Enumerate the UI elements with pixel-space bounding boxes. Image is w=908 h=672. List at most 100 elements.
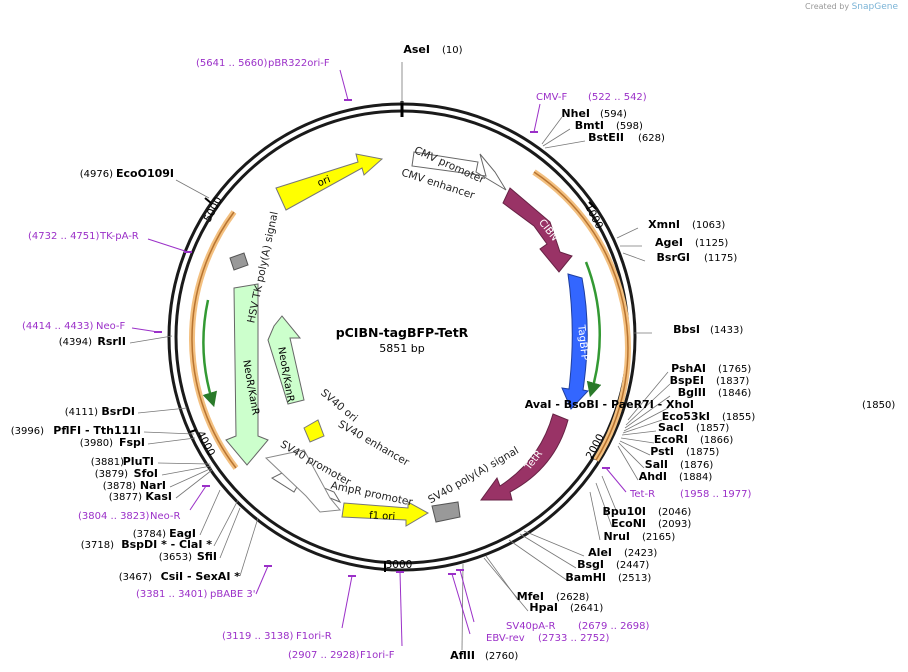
enzyme-position: (1857) [696, 423, 729, 434]
primer-range: (4414 .. 4433) [22, 321, 94, 332]
enzyme-position: (1850) [862, 400, 895, 411]
enzyme-name: BbsI [673, 323, 700, 336]
enzyme-connector [625, 383, 671, 426]
snapgene-credit: Created by SnapGene [805, 2, 898, 12]
enzyme-position: (3877) [109, 492, 142, 503]
enzyme-position: (1884) [679, 472, 712, 483]
enzyme-connectors [129, 62, 671, 651]
feature-label: ori [316, 174, 332, 189]
enzyme-position: (594) [600, 109, 627, 120]
primer-name: Tet-R [629, 489, 655, 500]
enzyme-connector [617, 445, 639, 481]
enzyme-connector [618, 442, 645, 469]
enzyme-name: AseI [403, 43, 430, 56]
enzyme-position: (2513) [618, 573, 651, 584]
enzyme-position: (2447) [616, 560, 649, 571]
primer-connector [147, 238, 189, 253]
enzyme-connector [175, 179, 210, 199]
feature-f1-ori [341, 501, 430, 527]
enzyme-name: HpaI [529, 601, 558, 614]
enzyme-connector [239, 517, 259, 577]
enzyme-name: KasI [145, 490, 172, 503]
enzyme-position: (628) [638, 133, 665, 144]
enzyme-name: EcoRI [654, 433, 688, 446]
primer-name: F1ori-F [360, 650, 395, 661]
enzyme-connector [137, 407, 188, 414]
enzyme-position: (598) [616, 121, 643, 132]
enzyme-name: AhdI [639, 470, 667, 483]
enzyme-position: (3653) [159, 552, 192, 563]
enzyme-name: AgeI [655, 236, 683, 249]
enzyme-name: AleI [588, 546, 612, 559]
enzyme-position: (1433) [710, 325, 743, 336]
enzyme-position: (2628) [556, 592, 589, 603]
enzyme-connector [161, 465, 212, 476]
enzyme-name: EagI [169, 527, 196, 540]
enzyme-name: SacI [658, 421, 684, 434]
tick-label: 3000 [386, 559, 413, 571]
enzyme-name: AflII [450, 649, 475, 662]
enzyme-name: RsrII [97, 335, 126, 348]
enzyme-position: (4976) [80, 169, 113, 180]
enzyme-name: PluTI [123, 455, 154, 468]
enzyme-connector [541, 116, 563, 145]
enzyme-connector [595, 482, 613, 528]
enzyme-position: (3980) [80, 438, 113, 449]
primer-range: (4732 .. 4751) [28, 231, 100, 242]
enzyme-name: SfiI [197, 550, 217, 563]
primer-range: (3119 .. 3138) [222, 631, 294, 642]
primer-range: (3804 .. 3823) [78, 511, 150, 522]
enzyme-position: (2641) [570, 603, 603, 614]
enzyme-name: NarI [140, 479, 166, 492]
enzyme-connector [622, 252, 646, 262]
enzyme-connector [523, 530, 585, 557]
primer-name: Neo-F [96, 321, 126, 332]
enzyme-connector [544, 140, 586, 149]
primer-connector [131, 327, 159, 333]
enzyme-name: CsiI - SexAI * [161, 570, 241, 583]
enzyme-position: (1837) [716, 376, 749, 387]
enzyme-connector [627, 371, 669, 421]
enzyme-name: BspDI * - ClaI * [121, 538, 212, 551]
enzyme-connector [483, 557, 529, 612]
enzyme-position: (2046) [658, 507, 691, 518]
enzyme-position: (1875) [686, 447, 719, 458]
enzyme-connector [219, 507, 241, 559]
enzyme-position: (3718) [81, 540, 114, 551]
plasmid-length: 5851 bp [379, 342, 424, 355]
primer-range: (1958 .. 1977) [680, 489, 752, 500]
primer-name: EBV-rev [486, 633, 525, 644]
feature-cibn [502, 187, 573, 273]
enzyme-connector [199, 489, 221, 536]
orf-arc-neo-core [191, 211, 237, 469]
feature-ori [275, 153, 384, 211]
enzyme-position: (4394) [59, 337, 92, 348]
enzyme-position: (2760) [485, 651, 518, 662]
primer-name: CMV-F [536, 92, 567, 103]
enzyme-position: (3881) [91, 457, 124, 468]
primer-range: (3381 .. 3401) [136, 589, 208, 600]
primer-range: (2733 .. 2752) [538, 633, 610, 644]
enzyme-connector [147, 437, 196, 445]
enzyme-position: (4111) [65, 407, 98, 418]
enzyme-name: PshAI [671, 362, 706, 375]
enzyme-name: MfeI [517, 590, 544, 603]
tick-mark [588, 201, 597, 210]
enzyme-connector [589, 491, 601, 541]
primer-name: SV40pA-R [506, 621, 555, 632]
primers: (5641 .. 5660)pBR322ori-F(522 .. 542)CMV… [22, 58, 752, 661]
enzyme-position: (10) [442, 45, 463, 56]
orf-arc-neo [189, 210, 239, 470]
enzyme-name: Eco53kI [662, 410, 710, 423]
enzyme-position: (1765) [718, 364, 751, 375]
enzyme-connector [157, 462, 211, 465]
tick-mark [189, 429, 197, 433]
primer-connector [339, 69, 349, 101]
feature-neor-kanr-inner [267, 315, 305, 405]
enzyme-name: BsgI [577, 558, 604, 571]
enzyme-name: BsrDI [101, 405, 135, 418]
enzyme-name: EcoO109I [116, 167, 174, 180]
enzyme-connector [129, 335, 173, 344]
primer-connector [459, 569, 475, 623]
enzyme-position: (1125) [695, 238, 728, 249]
